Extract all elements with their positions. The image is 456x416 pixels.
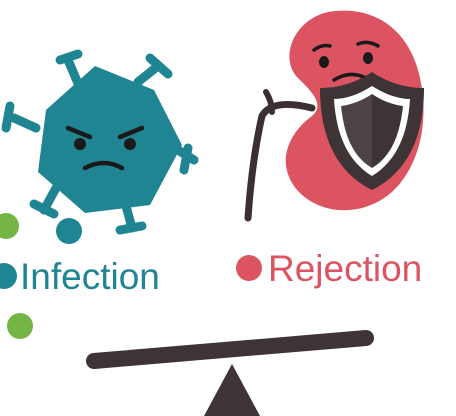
dot-green-bottom bbox=[7, 313, 33, 339]
dot-teal-mid bbox=[56, 218, 82, 244]
rejection-label-group: Rejection bbox=[236, 248, 422, 289]
balance-beam bbox=[94, 338, 366, 361]
infection-label: Infection bbox=[20, 256, 160, 297]
rejection-label: Rejection bbox=[268, 248, 422, 289]
infection-bullet bbox=[0, 263, 17, 289]
balance-fulcrum bbox=[204, 364, 260, 416]
dot-green-top bbox=[0, 213, 19, 239]
infection-label-group: Infection bbox=[0, 256, 160, 297]
balance-scale-icon bbox=[94, 338, 366, 416]
virus-icon bbox=[6, 54, 194, 230]
rejection-bullet bbox=[236, 255, 262, 281]
